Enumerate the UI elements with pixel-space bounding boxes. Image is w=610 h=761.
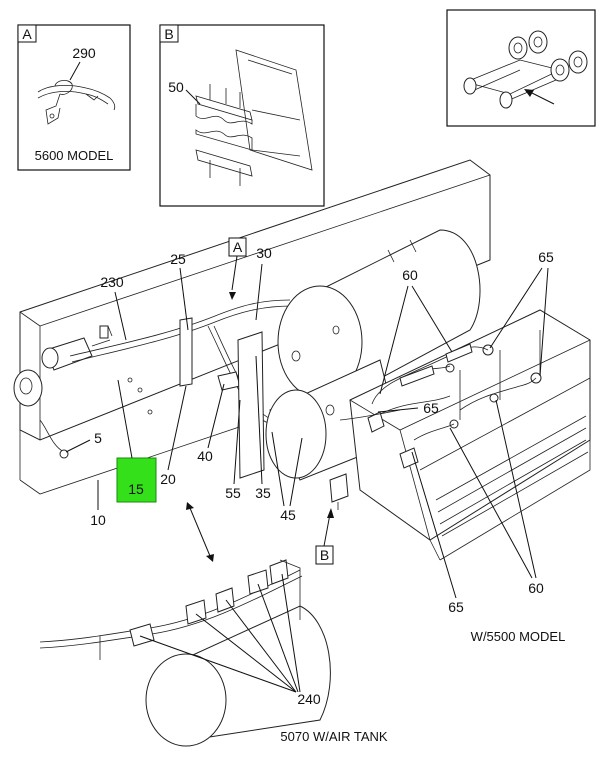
callout-15: 15 bbox=[128, 481, 144, 497]
callout-5: 5 bbox=[94, 430, 102, 446]
inset-b-callout: 50 bbox=[168, 79, 184, 95]
view-link-arrow bbox=[186, 502, 214, 562]
callouts: 230 25 30 60 65 5 15 20 10 40 55 35 45 6… bbox=[65, 245, 554, 707]
caption-w5500-model: W/5500 MODEL bbox=[471, 629, 566, 644]
inset-c-truck-locator bbox=[446, 9, 596, 127]
callout-60-low: 60 bbox=[528, 580, 544, 596]
caption-5070-air-tank: 5070 W/AIR TANK bbox=[280, 729, 387, 744]
bracket-50-drawing bbox=[195, 49, 313, 186]
svg-text:B: B bbox=[320, 547, 329, 563]
lower-bracket bbox=[329, 473, 349, 510]
callout-60-top: 60 bbox=[402, 267, 418, 283]
highlight-15-box bbox=[116, 457, 157, 503]
callout-20: 20 bbox=[160, 471, 176, 487]
inset-a-callout: 290 bbox=[72, 45, 96, 61]
callout-65-top: 65 bbox=[538, 249, 554, 265]
battery-cables bbox=[339, 343, 537, 441]
callout-40: 40 bbox=[197, 448, 213, 464]
clip-290-drawing bbox=[37, 80, 116, 125]
svg-text:A: A bbox=[233, 239, 243, 255]
callout-45: 45 bbox=[280, 507, 296, 523]
locator-arrow bbox=[524, 89, 555, 105]
view-marker-a: A bbox=[228, 237, 247, 300]
inset-b: B 50 bbox=[159, 24, 325, 207]
callout-65-low: 65 bbox=[448, 599, 464, 615]
inset-a-letter: A bbox=[22, 26, 32, 42]
callout-65-mid: 65 bbox=[423, 400, 439, 416]
callout-240: 240 bbox=[297, 691, 321, 707]
rear-light-assembly bbox=[13, 325, 113, 459]
callout-35: 35 bbox=[255, 485, 271, 501]
air-tank-5070-view bbox=[39, 559, 331, 747]
inset-a: A 290 5600 MODEL bbox=[17, 24, 131, 171]
callout-30: 30 bbox=[256, 245, 272, 261]
frame-rail bbox=[19, 159, 491, 495]
inset-b-letter: B bbox=[164, 26, 173, 42]
callout-10: 10 bbox=[90, 512, 106, 528]
air-tank-upper bbox=[277, 229, 481, 401]
truck-chassis-drawing bbox=[463, 30, 588, 109]
battery-box-5500 bbox=[349, 309, 591, 561]
callout-55: 55 bbox=[225, 485, 241, 501]
inset-a-caption: 5600 MODEL bbox=[35, 148, 114, 163]
callout-230: 230 bbox=[100, 274, 124, 290]
callout-25: 25 bbox=[170, 251, 186, 267]
view-marker-b: B bbox=[315, 508, 334, 565]
